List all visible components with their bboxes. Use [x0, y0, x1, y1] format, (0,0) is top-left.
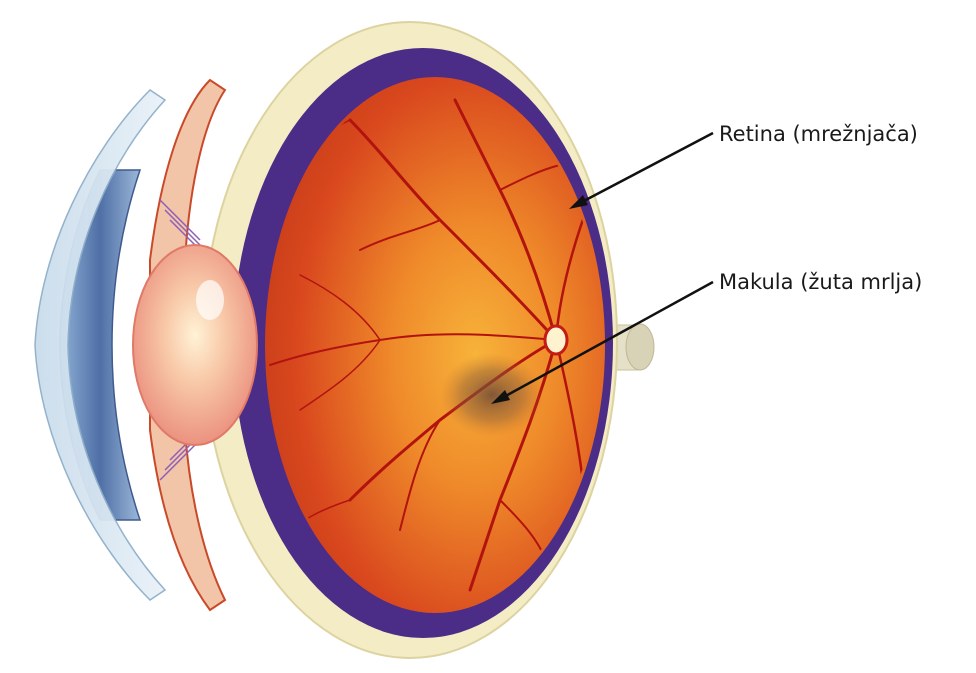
retina-label: Retina (mrežnjača) [719, 124, 918, 145]
macula [440, 353, 544, 437]
retina-pointer-arrow [569, 133, 713, 209]
optic-disc [545, 326, 567, 354]
lens [133, 245, 257, 445]
lens-highlight [196, 280, 224, 320]
macula-label: Makula (žuta mrlja) [719, 272, 922, 293]
